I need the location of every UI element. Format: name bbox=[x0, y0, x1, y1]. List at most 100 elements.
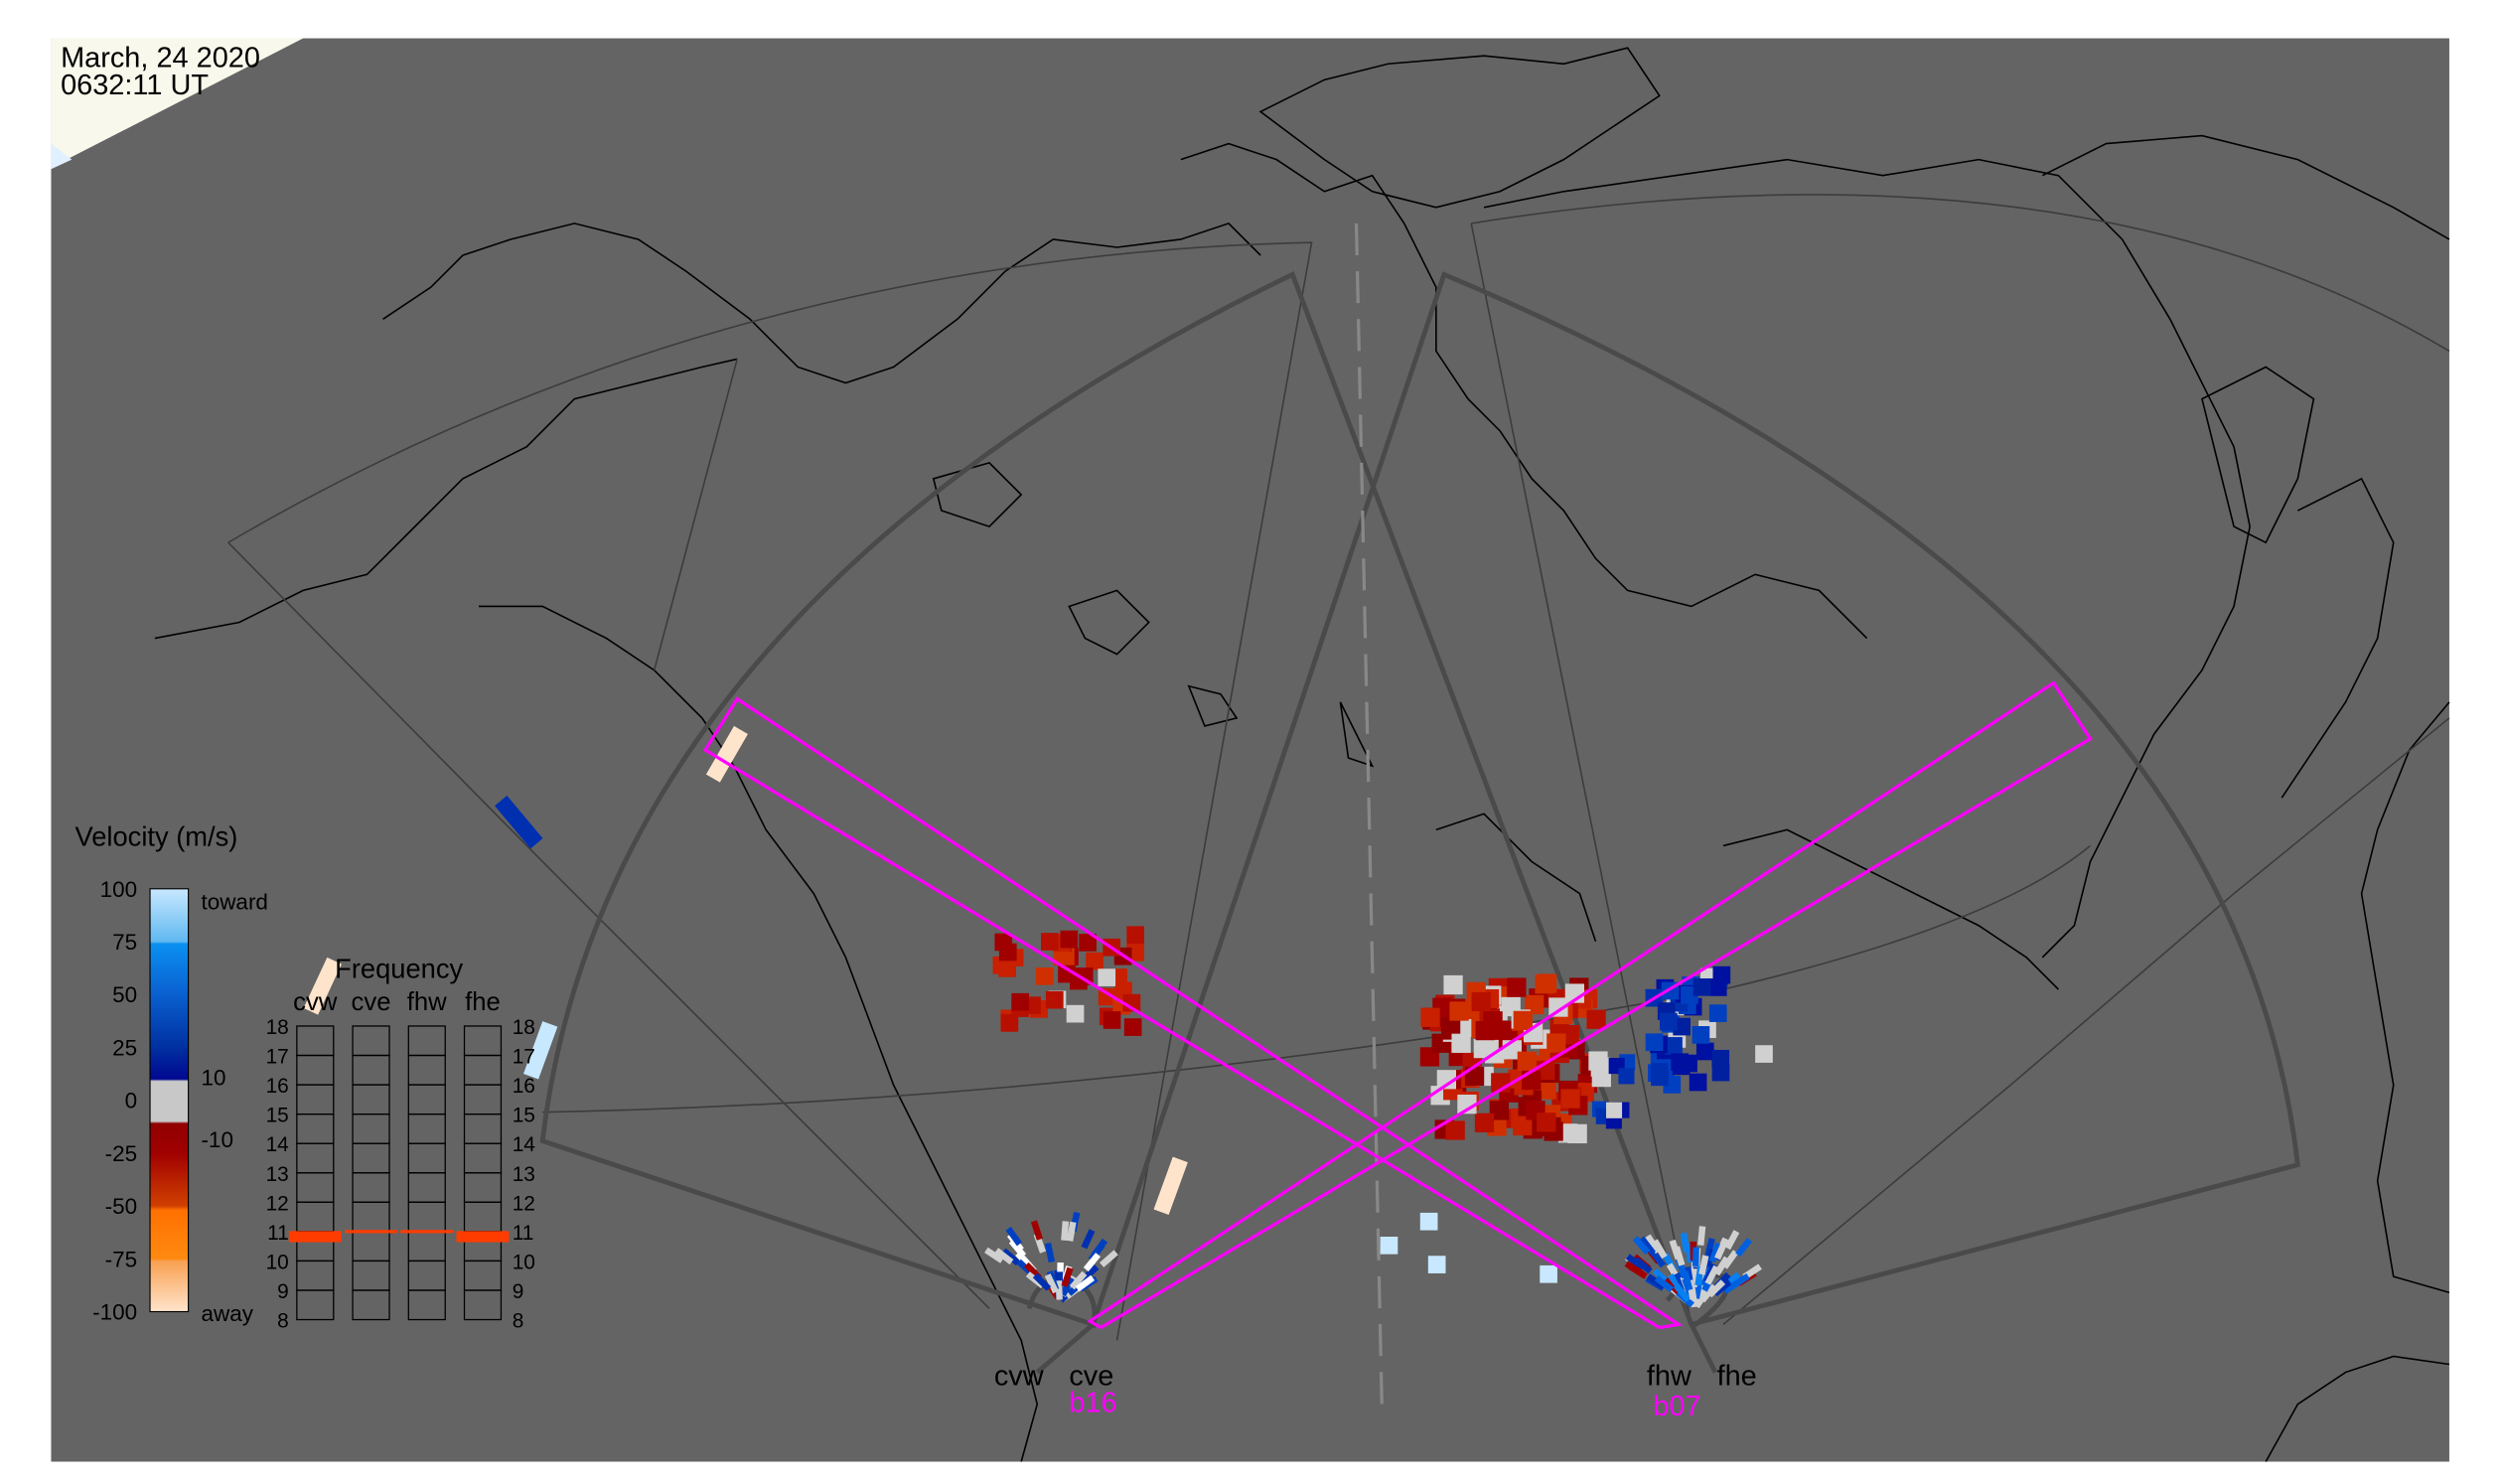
velocity-cell bbox=[1044, 1242, 1056, 1263]
velocity-cell bbox=[1069, 1270, 1088, 1290]
velocity-cell bbox=[1692, 1247, 1699, 1266]
velocity-cell bbox=[1546, 1033, 1566, 1053]
velocity-cell bbox=[998, 960, 1016, 977]
velocity-cell bbox=[1703, 1238, 1715, 1259]
velocity-cell bbox=[1061, 1266, 1074, 1287]
velocity-cell bbox=[1652, 1239, 1668, 1260]
velocity-cell bbox=[1091, 1238, 1108, 1259]
velocity-cell bbox=[523, 1021, 558, 1080]
velocity-cell bbox=[1645, 1033, 1664, 1052]
velocity-cell bbox=[1436, 1070, 1456, 1090]
velocity-cell bbox=[1000, 1014, 1019, 1032]
beam-b07-outline bbox=[702, 696, 1684, 1330]
frequency-tick-right: 15 bbox=[513, 1105, 535, 1127]
velocity-cell bbox=[1588, 1051, 1608, 1071]
velocity-cell bbox=[1083, 1253, 1102, 1272]
velocity-cell bbox=[1714, 1240, 1728, 1261]
frequency-tick-right: 18 bbox=[513, 1016, 535, 1039]
frequency-tick-right: 14 bbox=[513, 1133, 535, 1156]
velocity-cell bbox=[1079, 934, 1097, 952]
velocity-cell bbox=[1680, 1232, 1691, 1253]
colorbar-tick-label: -100 bbox=[92, 1300, 137, 1325]
daylight-edge bbox=[51, 143, 73, 170]
velocity-cell bbox=[1044, 1273, 1059, 1294]
daylight-region bbox=[51, 38, 304, 168]
date-label: March, 24 2020 bbox=[61, 42, 260, 74]
velocity-cell bbox=[1045, 990, 1064, 1009]
frequency-tick-right: 10 bbox=[513, 1251, 535, 1273]
velocity-cell bbox=[1473, 1038, 1494, 1059]
velocity-cells bbox=[303, 725, 1773, 1309]
frequency-radar-label: fhe bbox=[465, 988, 501, 1016]
velocity-cell bbox=[1041, 933, 1059, 951]
velocity-cell bbox=[1704, 1264, 1720, 1285]
radar-label-cvw: cvw bbox=[994, 1360, 1044, 1392]
frequency-radar-label: fhw bbox=[407, 988, 447, 1016]
velocity-cell bbox=[1030, 1220, 1043, 1241]
beam-label-b07: b07 bbox=[1653, 1391, 1700, 1422]
velocity-colorbar bbox=[149, 888, 190, 1313]
frequency-tick-right: 9 bbox=[513, 1280, 524, 1303]
frequency-tick-left: 17 bbox=[266, 1046, 289, 1069]
velocity-cell bbox=[1693, 977, 1711, 996]
velocity-cell bbox=[1443, 974, 1463, 995]
radar-label-fhw: fhw bbox=[1647, 1360, 1692, 1392]
velocity-cell bbox=[1086, 952, 1104, 970]
velocity-cell bbox=[1606, 1102, 1623, 1118]
frequency-title: Frequency bbox=[335, 954, 463, 984]
frequency-tick-right: 11 bbox=[513, 1222, 534, 1245]
velocity-cell bbox=[495, 795, 543, 849]
velocity-cell bbox=[1060, 930, 1079, 949]
velocity-cell bbox=[1730, 1272, 1750, 1289]
time-label: 0632:11 UT bbox=[61, 70, 209, 101]
velocity-cell bbox=[1419, 1212, 1438, 1231]
colorbar-tick-label: -75 bbox=[105, 1247, 137, 1271]
frequency-tick-left: 10 bbox=[266, 1251, 289, 1273]
velocity-cell bbox=[1100, 1250, 1118, 1267]
velocity-cell bbox=[1522, 1070, 1542, 1091]
colorbar-tick-label: 50 bbox=[112, 982, 137, 1007]
velocity-cell bbox=[1538, 973, 1557, 993]
velocity-cell bbox=[1618, 1068, 1635, 1085]
frequency-cell bbox=[463, 1289, 503, 1321]
colorbar-title: Velocity (m/s) bbox=[75, 820, 238, 851]
velocity-cell bbox=[1098, 968, 1116, 986]
velocity-cell bbox=[1474, 1113, 1495, 1133]
velocity-cell bbox=[1706, 1279, 1726, 1298]
frequency-tick-left: 14 bbox=[266, 1133, 289, 1156]
velocity-cell bbox=[1153, 1156, 1188, 1216]
velocity-cell bbox=[1380, 1237, 1398, 1255]
frequency-tick-right: 13 bbox=[513, 1163, 535, 1186]
frequency-cell bbox=[296, 1289, 335, 1321]
velocity-cell bbox=[1537, 1080, 1556, 1100]
radar-label-fhe: fhe bbox=[1717, 1360, 1757, 1392]
colorbar-away-label: away bbox=[201, 1301, 253, 1326]
velocity-cell bbox=[1586, 1009, 1606, 1029]
map-background bbox=[51, 38, 2449, 1462]
velocity-cell bbox=[1451, 1033, 1471, 1053]
velocity-cell bbox=[1708, 1242, 1722, 1263]
coastlines bbox=[154, 47, 2450, 1462]
velocity-cell bbox=[1489, 1101, 1510, 1120]
velocity-cell bbox=[1665, 1037, 1683, 1055]
colorbar-tick-label: -25 bbox=[105, 1141, 137, 1166]
frequency-tick-left: 13 bbox=[266, 1163, 289, 1186]
velocity-cell bbox=[1537, 1113, 1556, 1132]
velocity-cell bbox=[1066, 1221, 1077, 1242]
beam-label-b16: b16 bbox=[1069, 1388, 1116, 1419]
velocity-cell bbox=[1513, 1010, 1533, 1031]
velocity-cell bbox=[1001, 1248, 1021, 1266]
velocity-cell bbox=[1420, 1007, 1440, 1027]
frequency-tick-left: 9 bbox=[277, 1280, 289, 1303]
velocity-cell bbox=[1123, 1018, 1142, 1036]
frequency-tick-left: 16 bbox=[266, 1075, 289, 1098]
velocity-cell bbox=[1560, 1089, 1580, 1109]
velocity-cell bbox=[1103, 1011, 1121, 1029]
velocity-cell bbox=[1693, 1288, 1710, 1309]
velocity-cell bbox=[1081, 1229, 1096, 1250]
velocity-cell bbox=[1483, 1011, 1503, 1031]
velocity-cell bbox=[1471, 991, 1491, 1012]
velocity-cell bbox=[1654, 1275, 1675, 1293]
colorbar-threshold-high: 10 bbox=[201, 1065, 225, 1090]
